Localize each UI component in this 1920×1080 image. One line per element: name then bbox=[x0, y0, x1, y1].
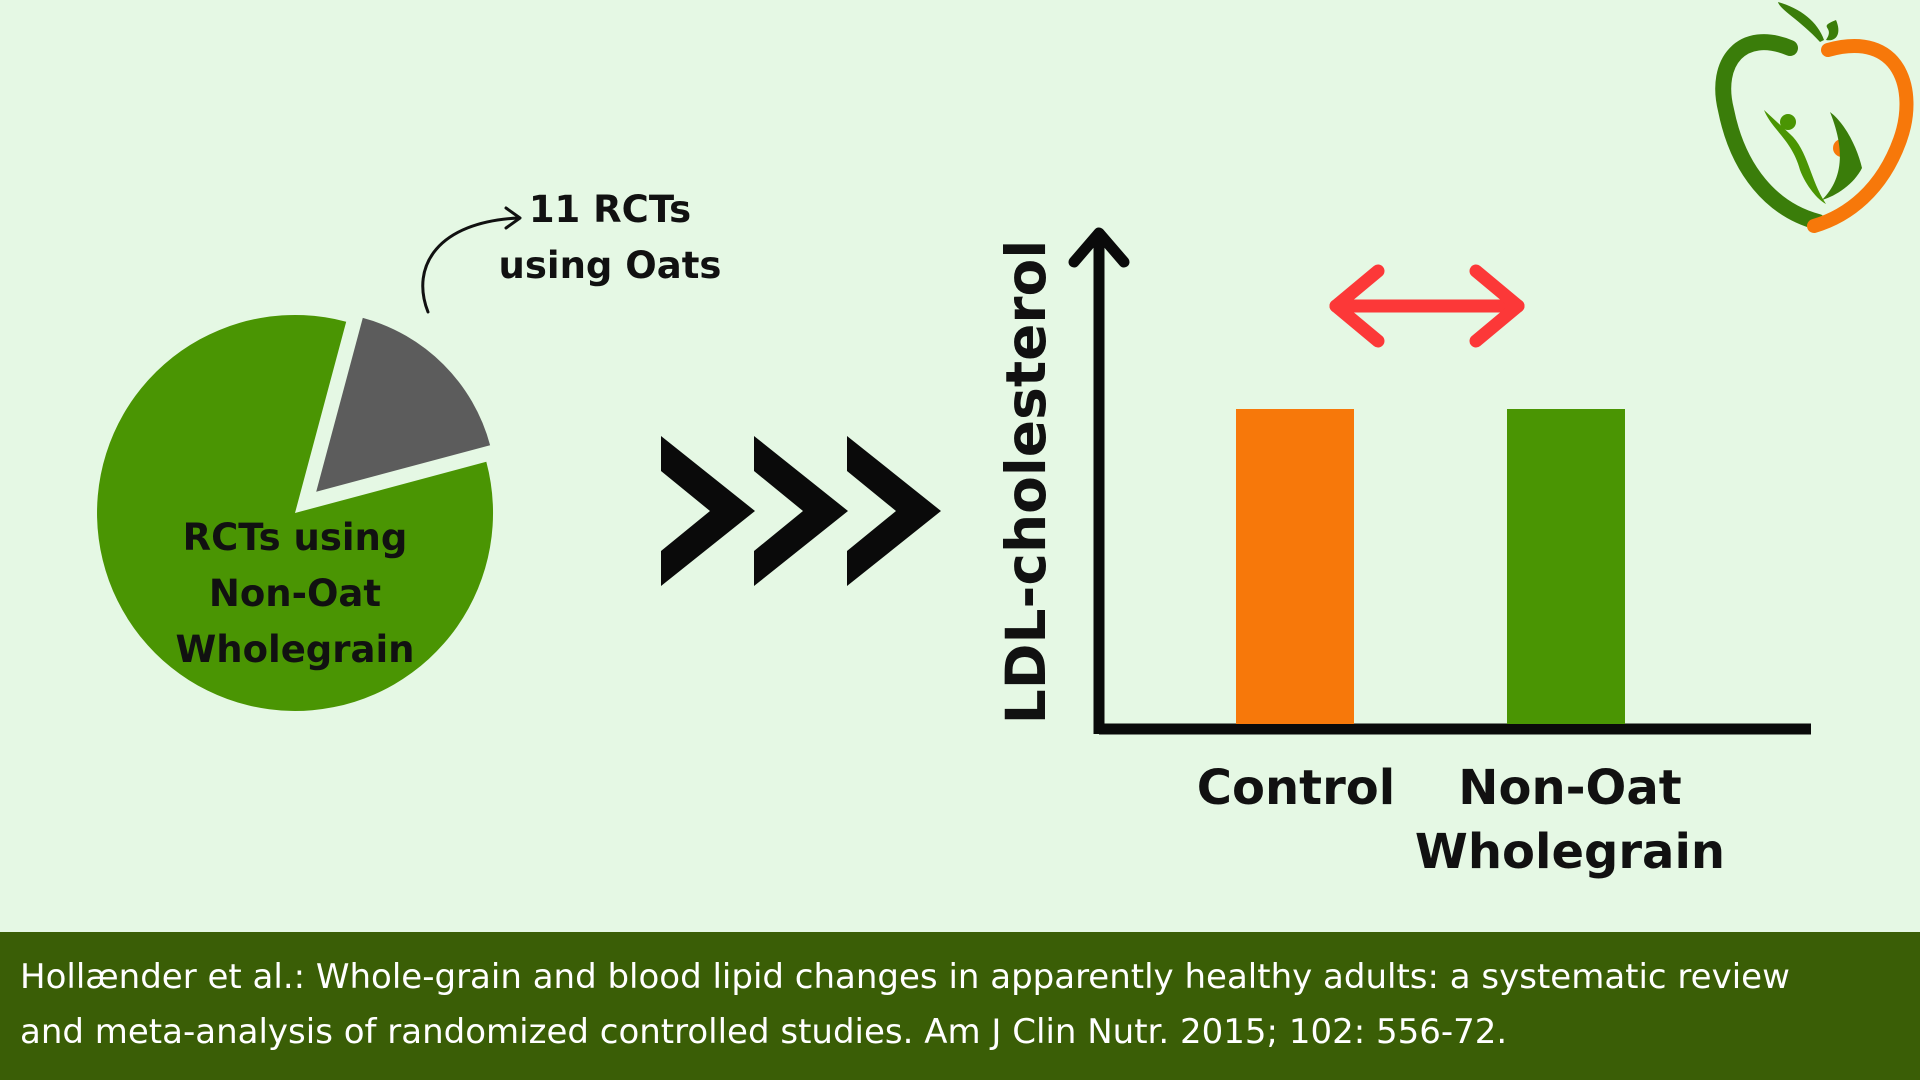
logo-leaf-left bbox=[1778, 2, 1824, 42]
apple-people-logo-icon bbox=[1715, 34, 1826, 230]
bar-non-oat-wholegrain bbox=[1507, 409, 1625, 724]
callout-line-2: using Oats bbox=[498, 244, 722, 287]
callout-label-oats: 11 RCTs using Oats bbox=[490, 182, 730, 294]
citation-footer: Hollænder et al.: Whole-grain and blood … bbox=[0, 932, 1920, 1080]
citation-line-1: Hollænder et al.: Whole-grain and blood … bbox=[20, 957, 1790, 997]
chevron-3 bbox=[847, 436, 941, 586]
bar-control bbox=[1236, 409, 1354, 724]
y-axis-label: LDL-cholesterol bbox=[994, 239, 1058, 725]
pie-label-line-2: Non-Oat bbox=[208, 572, 382, 615]
category-label-non-oat-wholegrain: Non-Oat Wholegrain bbox=[1380, 756, 1760, 884]
curved-arrow-head bbox=[504, 206, 522, 230]
category-label-wholegrain-line-1: Non-Oat bbox=[1458, 760, 1682, 816]
callout-line-1: 11 RCTs bbox=[528, 188, 692, 231]
citation-line-2: and meta-analysis of randomized controll… bbox=[20, 1012, 1508, 1052]
pie-slice-non-oat-wholegrain bbox=[97, 314, 494, 711]
logo-person-body-right bbox=[1822, 112, 1862, 200]
logo-person-body-left bbox=[1764, 110, 1826, 204]
logo-person-head-left bbox=[1780, 114, 1796, 130]
bar-chart bbox=[1068, 227, 1811, 735]
category-label-wholegrain-line-2: Wholegrain bbox=[1414, 824, 1726, 880]
curved-arrow-icon bbox=[421, 216, 520, 314]
pie-slice-oats bbox=[316, 317, 491, 492]
chevron-1 bbox=[661, 436, 755, 586]
category-label-control-line-1: Control bbox=[1196, 760, 1396, 816]
chevron-2 bbox=[754, 436, 848, 586]
double-headed-arrow-icon bbox=[1329, 264, 1525, 348]
category-label-control: Control bbox=[1176, 756, 1416, 820]
logo-orange-arc bbox=[1807, 39, 1914, 233]
logo-leaf-right bbox=[1826, 20, 1839, 41]
triple-chevron-icon bbox=[661, 436, 941, 586]
y-axis-arrowhead bbox=[1068, 227, 1130, 268]
pie-chart bbox=[97, 314, 494, 711]
pie-label-line-1: RCTs using bbox=[182, 516, 408, 559]
equal-arrow-right-head bbox=[1469, 264, 1525, 348]
logo bbox=[1715, 2, 1914, 233]
pie-label-non-oat-wholegrain: RCTs using Non-Oat Wholegrain bbox=[120, 510, 470, 678]
equal-arrow-left-head bbox=[1329, 264, 1385, 348]
pie-label-line-3: Wholegrain bbox=[175, 628, 415, 671]
